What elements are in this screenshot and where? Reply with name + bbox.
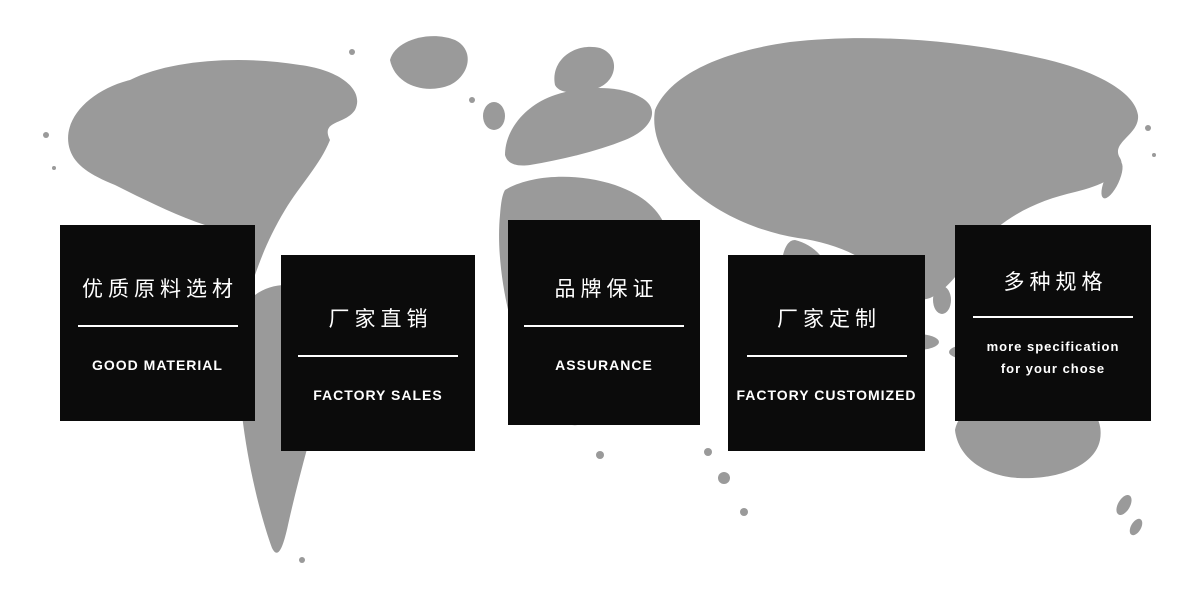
- feature-subtitle-en: more specification for your chose: [987, 336, 1120, 380]
- title-divider: [746, 355, 907, 357]
- map-speckle: [596, 451, 604, 459]
- map-speckle: [740, 508, 748, 516]
- feature-title-cn: 多种规格: [1003, 270, 1108, 294]
- title-divider: [77, 325, 238, 327]
- feature-subtitle-en: FACTORY SALES: [313, 387, 443, 403]
- feature-subtitle-en: GOOD MATERIAL: [92, 357, 223, 373]
- asia-shape: [654, 38, 1139, 300]
- feature-card-good-material: 优质原料选材 GOOD MATERIAL: [60, 225, 255, 421]
- feature-title-cn: 品牌保证: [554, 277, 659, 301]
- feature-card-assurance: 品牌保证 ASSURANCE: [508, 220, 700, 425]
- british-isles-shape: [483, 102, 505, 130]
- map-speckle: [704, 448, 712, 456]
- europe-shape: [505, 88, 653, 166]
- feature-title-cn: 厂家定制: [777, 308, 881, 331]
- title-divider: [298, 355, 458, 357]
- map-speckle: [469, 97, 475, 103]
- feature-subtitle-en: ASSURANCE: [555, 356, 653, 373]
- map-speckle: [349, 49, 355, 55]
- map-speckle: [43, 132, 49, 138]
- feature-card-factory-customized: 厂家定制 FACTORY CUSTOMIZED: [728, 255, 925, 451]
- north-america-shape: [68, 60, 358, 275]
- feature-title-cn: 优质原料选材: [82, 278, 238, 301]
- new-zealand-shape-2: [1129, 518, 1143, 536]
- feature-title-cn: 厂家直销: [328, 308, 433, 331]
- feature-card-factory-sales: 厂家直销 FACTORY SALES: [281, 255, 475, 451]
- map-speckle: [1145, 125, 1151, 131]
- new-zealand-shape-1: [1116, 495, 1132, 515]
- japan-shape: [1101, 161, 1123, 199]
- feature-card-more-specification: 多种规格 more specification for your chose: [955, 225, 1151, 421]
- feature-subtitle-en: FACTORY CUSTOMIZED: [736, 387, 917, 403]
- greenland-shape: [390, 36, 468, 89]
- feature-subtitle-en-line2: for your chose: [1000, 361, 1106, 376]
- title-divider: [973, 315, 1133, 318]
- scandinavia-shape: [554, 46, 615, 93]
- map-speckle: [1152, 153, 1156, 157]
- philippines-shape: [933, 286, 951, 314]
- map-speckle: [718, 472, 730, 484]
- feature-subtitle-en-line1: more specification: [986, 338, 1120, 354]
- title-divider: [524, 324, 684, 327]
- map-speckle: [52, 166, 56, 170]
- map-speckle: [299, 557, 305, 563]
